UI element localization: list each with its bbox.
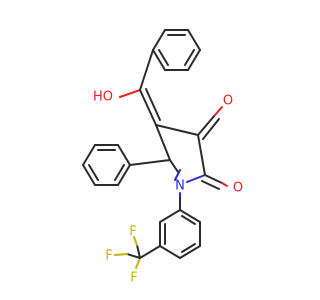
phenyl-ring-left [82, 144, 171, 186]
atom-label-amide-oxygen: O [233, 181, 243, 196]
atom-label-ketone-oxygen: O [223, 94, 233, 109]
atom-label-fluorine-2: F [105, 249, 112, 264]
trifluoromethyl-group [114, 236, 161, 269]
atom-label-nitrogen: N [175, 179, 185, 194]
ketone-group [197, 106, 223, 140]
phenyl-ring-top [152, 29, 201, 71]
pyrrolidine-ring [155, 124, 206, 183]
atom-label-fluorine-3: F [130, 271, 137, 286]
amide-carbonyl [201, 174, 228, 190]
aryl-ring-bottom [159, 192, 201, 259]
molecule-structure: HO O O N [82, 29, 243, 286]
atom-label-fluorine-1: F [129, 225, 136, 240]
hydroxy-methylidene [119, 49, 161, 126]
atom-label-hydroxyl: HO [93, 90, 113, 105]
